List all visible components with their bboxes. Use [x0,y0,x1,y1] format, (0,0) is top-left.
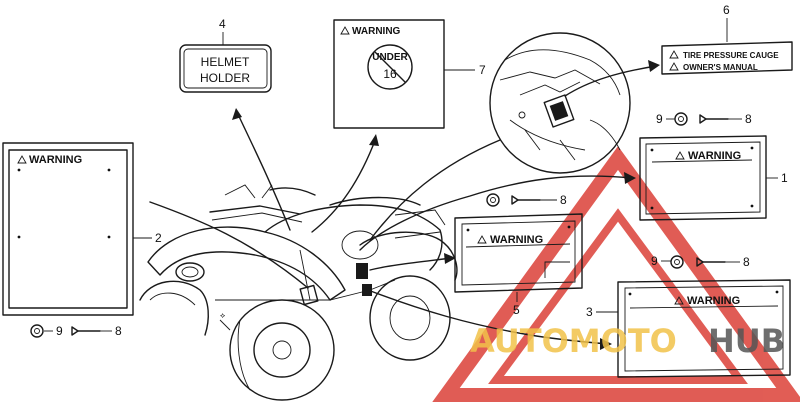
warning-text: WARNING [29,154,82,166]
age-under-text: UNDER [372,52,408,63]
washer-9-left [30,324,44,338]
rivet-8-mid [511,195,541,205]
callout-5: 5 [513,303,520,317]
callout-8-top: 8 [745,112,752,126]
callout-7: 7 [479,63,486,77]
watermark-text: AUTOMOTO HUB [470,322,785,360]
helmet-holder-label: HELMET HOLDER [179,44,272,93]
callout-2: 2 [155,231,162,245]
warning-label-1: WARNING [639,135,767,221]
warning-label-5: WARNING [454,213,583,293]
rivet-8-top [699,114,729,124]
callout-3: 3 [586,305,593,319]
detail-magnifier [489,32,631,174]
tire-pressure-text-2: OWNER'S MANUAL [683,63,758,72]
warning-text-7: WARNING [352,26,401,37]
atv-vehicle: ⟡ [139,184,458,401]
tire-pressure-label-6: TIRE PRESSURE CAUGE OWNER'S MANUAL [661,41,793,75]
callout-8-bottom: 8 [743,255,750,269]
helmet-holder-text-2: HOLDER [200,71,250,85]
age-warning-label-7: WARNING UNDER 16 [333,19,445,129]
washer-9-bottom [670,255,684,269]
callout-8-mid: 8 [560,193,567,207]
svg-text:⟡: ⟡ [220,311,226,320]
washer-mid [486,193,500,207]
callout-9-left: 9 [56,324,63,338]
rivet-8-left [71,326,101,336]
callout-4: 4 [219,17,226,31]
age-number: 16 [383,67,397,81]
warning-text-3: WARNING [687,295,740,307]
warning-text-1: WARNING [688,150,741,162]
warning-label-2: WARNING [2,142,152,316]
callout-8-left: 8 [115,324,122,338]
callout-9-top: 9 [656,112,663,126]
callout-9-bottom: 9 [651,254,658,268]
callout-6: 6 [723,3,730,17]
helmet-holder-text-1: HELMET [201,55,250,69]
washer-9-top [674,112,688,126]
leader-arrows [149,60,660,350]
rivet-8-bottom [696,257,726,267]
watermark-auto: AUTOMOTO [470,322,677,360]
callout-1: 1 [781,171,788,185]
tire-pressure-text-1: TIRE PRESSURE CAUGE [683,51,779,60]
watermark-hub: HUB [708,322,785,360]
warning-label-3: WARNING [617,279,791,378]
warning-text-5: WARNING [490,234,543,246]
